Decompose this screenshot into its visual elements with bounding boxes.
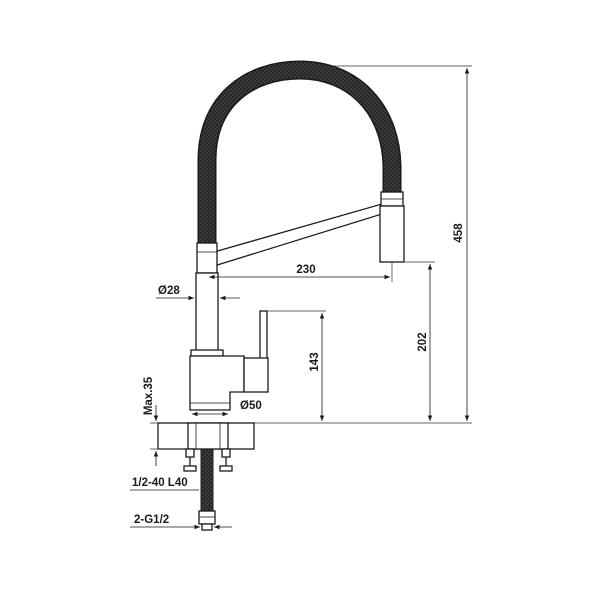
dimension-lever-height: 143 [309, 313, 325, 421]
faucet-body [189, 242, 245, 411]
spout-height-label: 202 [417, 332, 429, 351]
overall-height-label: 458 [453, 223, 465, 243]
hose-spec-label: 1/2-40 L40 [132, 477, 188, 489]
flexible-hose [197, 60, 402, 243]
dimension-spout-reach: 230 [209, 264, 390, 280]
hose-spec-callout: 1/2-40 L40 [130, 477, 199, 491]
lever-handle [243, 310, 269, 393]
connection-spec-label: 2-G1/2 [134, 514, 169, 526]
dimension-base-diameter: Ø50 [192, 400, 262, 417]
dimension-counter-thickness: Max.35 [143, 376, 186, 466]
dimension-body-diameter: Ø28 [156, 285, 240, 301]
base-diameter-label: Ø50 [240, 400, 262, 412]
counter-thickness-label: Max.35 [143, 376, 155, 415]
supply-hose [198, 448, 216, 531]
dimension-spout-height: 202 [417, 264, 433, 421]
spout-arm [213, 203, 383, 267]
dimension-overall-height: 458 [453, 68, 470, 421]
spray-head [379, 191, 405, 263]
body-diameter-label: Ø28 [158, 285, 180, 297]
lever-height-label: 143 [309, 352, 321, 371]
mounting-assembly [157, 422, 255, 472]
dimension-connection: 2-G1/2 [130, 514, 232, 530]
spout-reach-label: 230 [296, 264, 315, 276]
